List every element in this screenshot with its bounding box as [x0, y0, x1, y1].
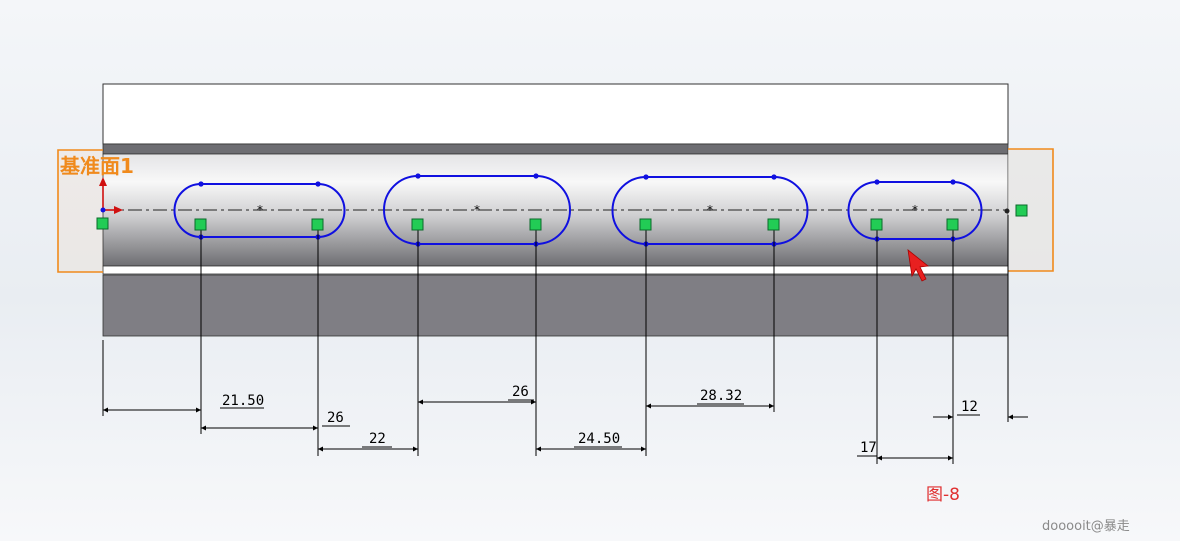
constraint-markers[interactable]	[96, 204, 1028, 231]
figure-caption: 图-8	[926, 485, 960, 505]
slot-center-mark: *	[473, 203, 480, 217]
top-face	[102, 83, 1009, 145]
endpoint-dot[interactable]	[1004, 208, 1010, 214]
bottom-face	[102, 274, 1009, 337]
extension-lines	[102, 215, 1009, 464]
dimension-labels[interactable]: 21.50 26 22 26 24.50 28.32 17 12	[222, 384, 978, 456]
dim-22[interactable]: 22	[369, 431, 386, 447]
cursor-arrow-icon	[907, 249, 929, 282]
dim-12[interactable]: 12	[961, 399, 978, 415]
lower-lip	[102, 265, 1009, 275]
dimension-lines	[103, 399, 1028, 461]
plane-right-bracket[interactable]	[1008, 148, 1054, 272]
dim-21-50[interactable]: 21.50	[222, 393, 264, 409]
plane-left-bracket[interactable]	[57, 149, 103, 273]
origin-icon	[99, 177, 123, 214]
slot-center-mark: *	[256, 203, 263, 217]
slot-center-mark: *	[706, 203, 713, 217]
datum-plane[interactable]: 基准面1	[57, 148, 1054, 273]
dim-17[interactable]: 17	[860, 440, 877, 456]
dim-26-a[interactable]: 26	[327, 410, 344, 426]
plane-label[interactable]: 基准面1	[60, 154, 134, 178]
dim-26-b[interactable]: 26	[512, 384, 529, 400]
dim-28-32[interactable]: 28.32	[700, 388, 742, 404]
slot-center-mark: *	[911, 203, 918, 217]
top-edge-band	[102, 143, 1009, 155]
watermark: dooooit@暴走	[1042, 519, 1130, 534]
dim-24-50[interactable]: 24.50	[578, 431, 620, 447]
